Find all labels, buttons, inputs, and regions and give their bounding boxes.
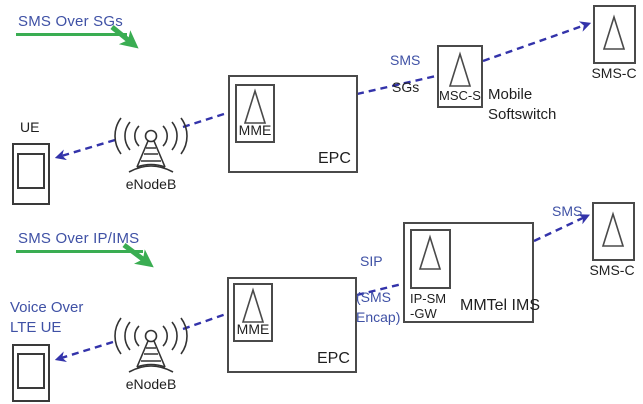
enodeb-label-2: eNodeB (125, 376, 177, 392)
sgs-interface-label: SGs (392, 79, 420, 95)
ue-label: UE (20, 119, 40, 135)
mme-label-2: MME (236, 321, 270, 337)
dashed-link-enodeb-to-volte-ue (54, 340, 114, 362)
ipsmgw-label-line2: -GW (410, 306, 437, 321)
green-flow-arrow-bottom (122, 243, 154, 268)
ue-phone-screen (17, 153, 45, 189)
epc-box-2 (227, 277, 357, 373)
epc-box (228, 75, 358, 173)
sms-link-label-2: SMS (552, 203, 583, 219)
msc-caption-line2: Softswitch (488, 106, 557, 123)
msc-caption-line1: Mobile (488, 86, 533, 103)
dashed-link-mmtel-to-smsc (533, 214, 590, 243)
enodeb-tower-icon (114, 117, 188, 173)
dashed-link-enodeb-to-ue (54, 138, 116, 161)
mmtel-ims-box (403, 222, 534, 323)
ipsmgw-label-line1: IP-SM (410, 291, 447, 306)
sip-encap-line1: (SMS (356, 289, 391, 305)
volte-ue-label: Voice Over LTE UE (10, 298, 83, 338)
dashed-link-epc-to-enodeb-2 (182, 312, 227, 331)
dashed-link-epc-to-msc (356, 74, 437, 96)
epc-label-2: EPC (317, 350, 350, 367)
enodeb-label: eNodeB (125, 176, 177, 192)
sms-over-sgs-heading: SMS Over SGs (16, 13, 127, 36)
volte-ue-phone-screen (17, 353, 45, 389)
mme-box (235, 84, 275, 143)
enodeb-tower-icon-2 (114, 317, 188, 373)
msc-caption: Mobile Softswitch (488, 85, 556, 125)
msc-label: MSC-S (439, 88, 481, 103)
volte-ue-phone-icon (12, 344, 50, 402)
mme-label: MME (238, 122, 272, 138)
sms-over-ims-heading: SMS Over IP/IMS (16, 230, 144, 253)
dashed-link-msc-to-smsc (482, 21, 592, 63)
mme-box-2 (233, 283, 273, 342)
dashed-link-epc-to-mmtel (356, 282, 403, 297)
smsc-box (593, 5, 636, 64)
volte-ue-label-line1: Voice Over (10, 299, 84, 316)
sip-encap-label: (SMS Encap) (356, 287, 400, 327)
dashed-link-epc-to-enodeb (182, 111, 228, 129)
sip-encap-line2: Encap) (356, 309, 401, 325)
ipsmgw-label: IP-SM -GW (410, 291, 446, 321)
msc-box (437, 45, 483, 108)
volte-ue-label-line2: LTE UE (10, 319, 62, 336)
epc-label: EPC (318, 150, 351, 167)
smsc-label-2: SMS-C (589, 262, 635, 278)
smsc-label: SMS-C (591, 65, 637, 81)
sip-link-label: SIP (360, 253, 383, 269)
sms-link-label: SMS (390, 52, 421, 68)
ipsmgw-box (410, 229, 451, 289)
ue-phone-icon (12, 143, 50, 205)
mmtel-ims-label: MMTel IMS (460, 297, 540, 314)
smsc-box-2 (592, 202, 635, 261)
